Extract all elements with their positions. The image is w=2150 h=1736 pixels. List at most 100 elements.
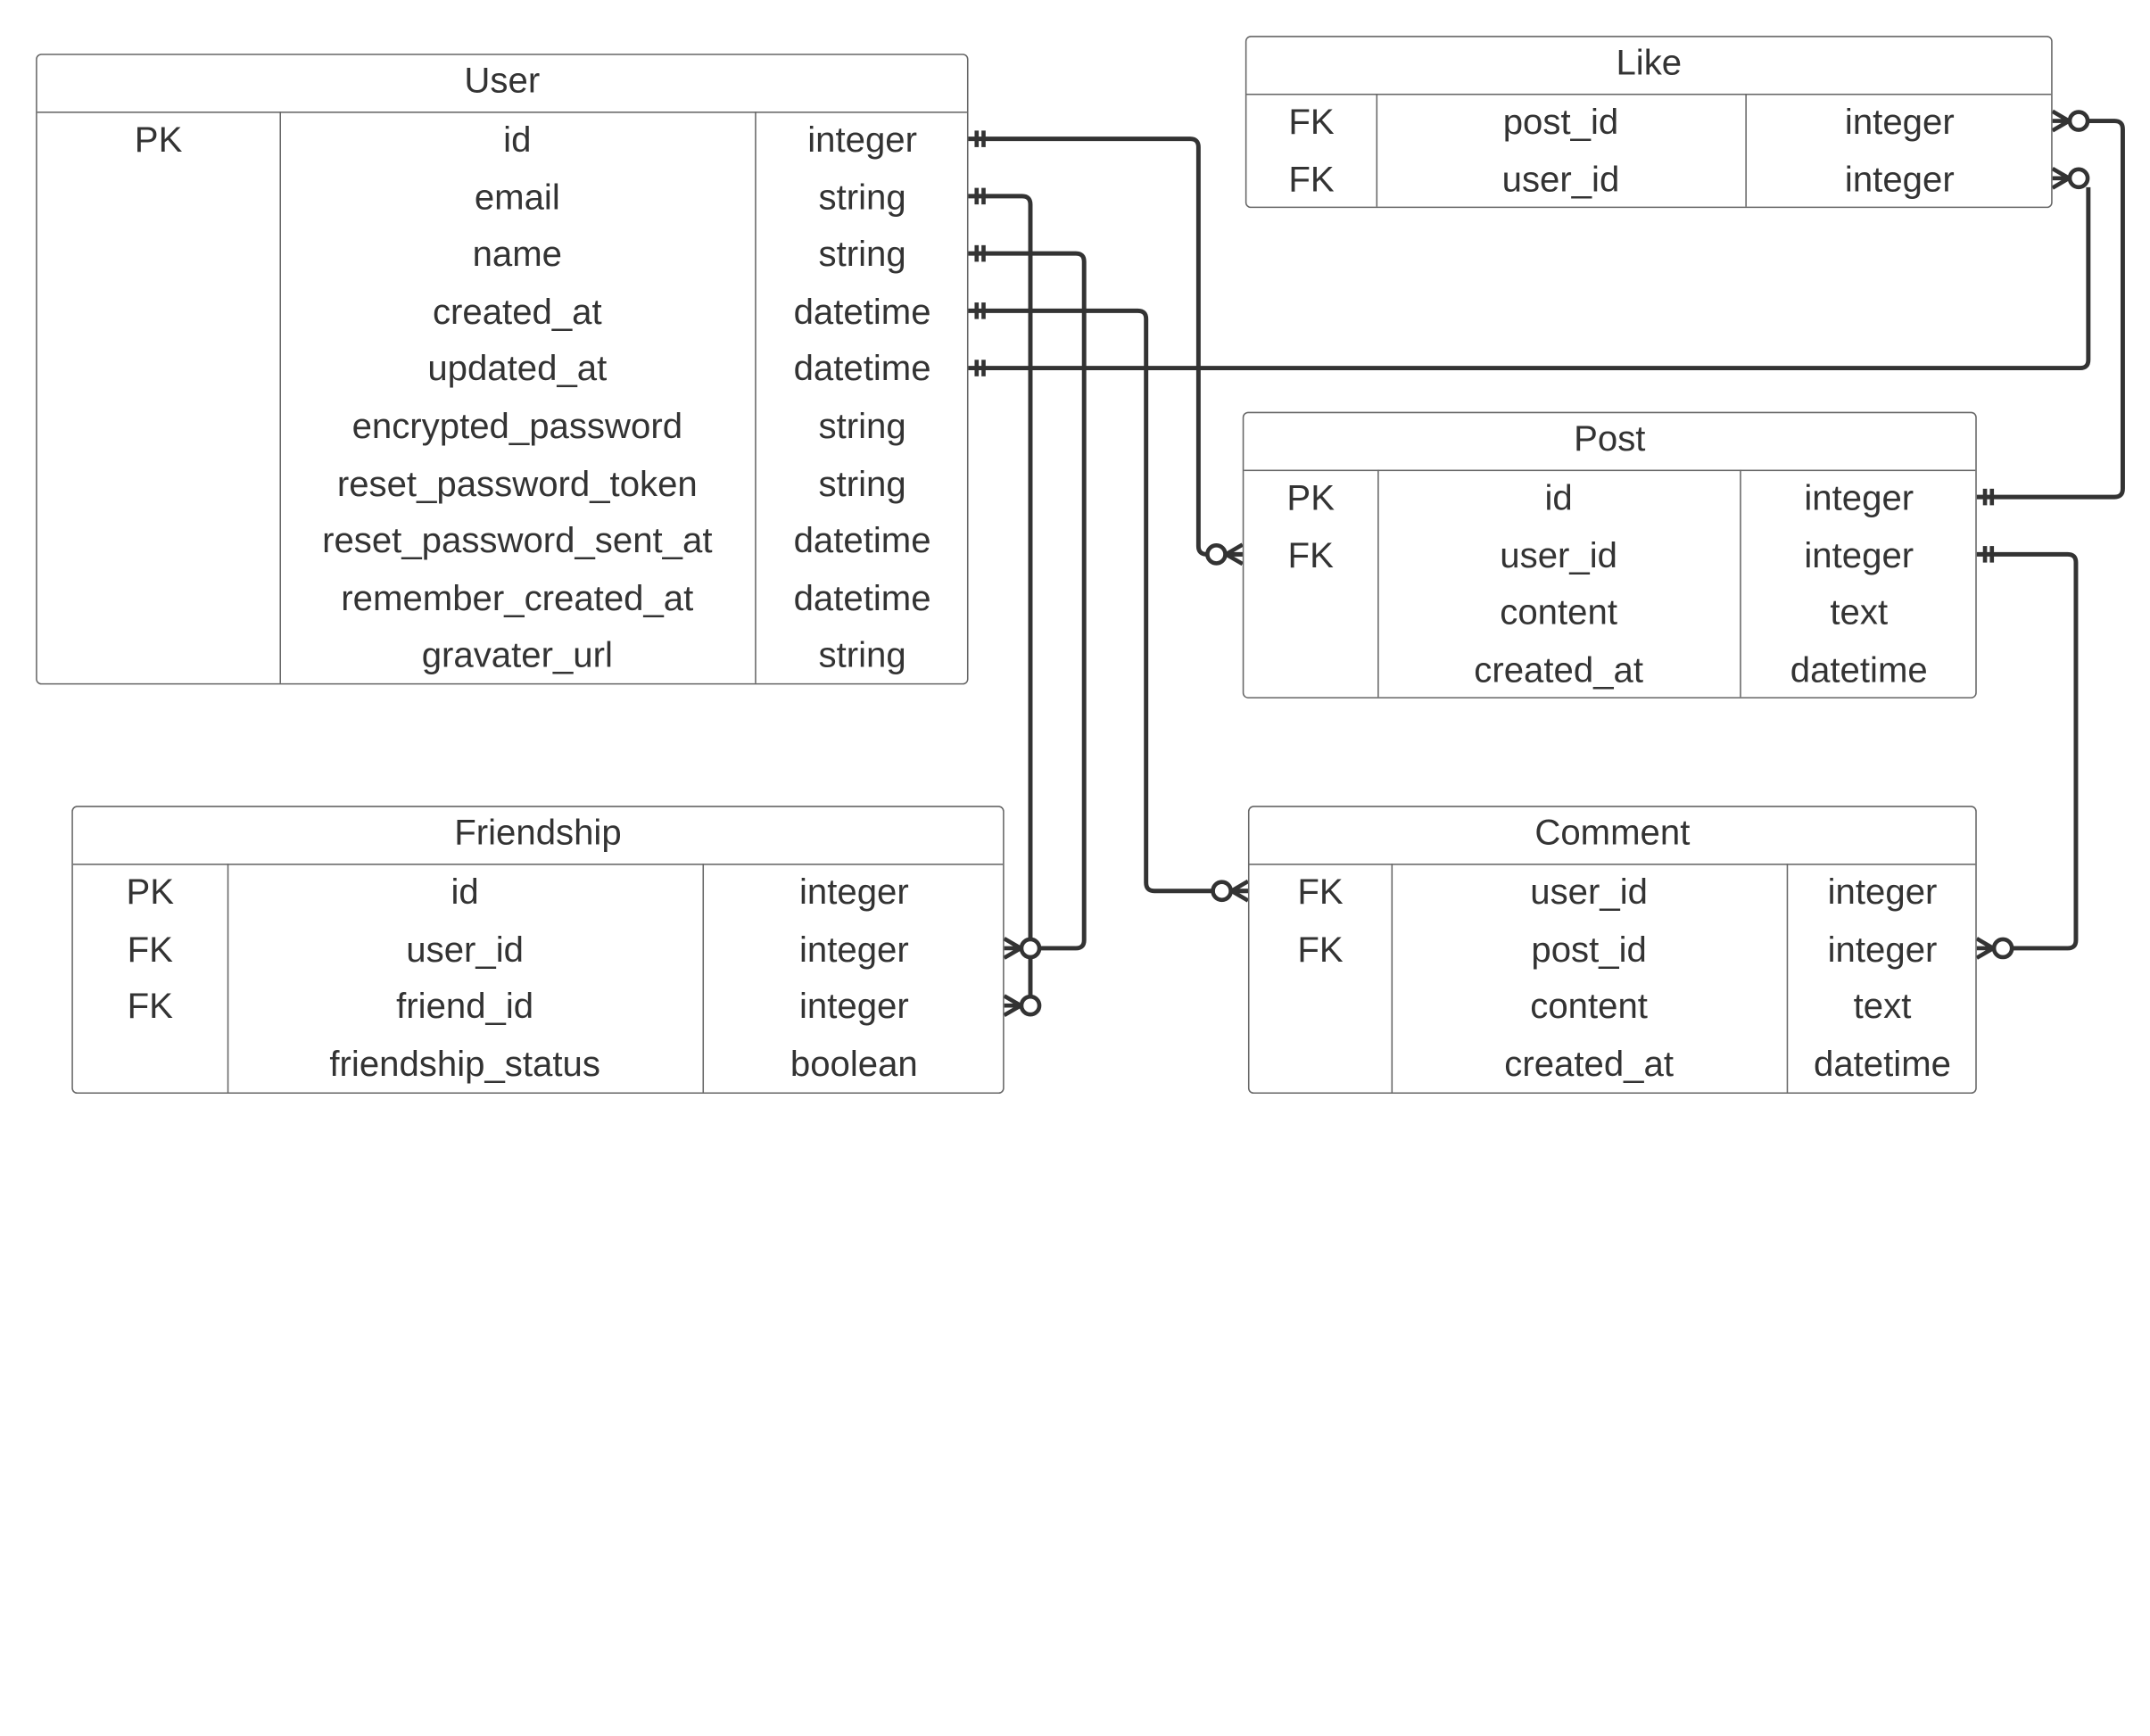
field-name-cell: content: [1530, 985, 1648, 1027]
field-name-cell: user_id: [406, 928, 524, 970]
column-divider: [279, 112, 281, 683]
field-type-cell: integer: [1827, 928, 1938, 970]
field-name-cell: created_at: [1474, 648, 1644, 690]
column-divider: [227, 864, 229, 1093]
field-name-cell: friendship_status: [329, 1042, 600, 1084]
key-cell: FK: [127, 985, 173, 1027]
field-type-cell: integer: [1827, 870, 1938, 913]
field-name-cell: name: [472, 233, 563, 275]
field-name-cell: friend_id: [396, 985, 534, 1027]
field-type-cell: text: [1830, 591, 1889, 633]
relationship-user-like: [968, 186, 2091, 371]
key-cell: PK: [1286, 476, 1335, 518]
zero-circle-mark: [2067, 110, 2090, 132]
zero-circle-mark: [1019, 994, 1042, 1017]
field-type-cell: integer: [798, 870, 909, 913]
field-type-cell: datetime: [793, 290, 931, 332]
zero-circle-mark: [1991, 937, 2014, 960]
column-divider: [1740, 469, 1741, 698]
key-cell: FK: [1287, 533, 1334, 575]
key-cell: FK: [127, 928, 173, 970]
key-cell: PK: [134, 118, 183, 161]
zero-circle-mark: [1019, 937, 1042, 960]
column-divider: [1745, 93, 1747, 207]
field-name-cell: user_id: [1500, 533, 1617, 575]
field-type-cell: datetime: [1790, 648, 1928, 690]
column-divider: [1376, 93, 1378, 207]
field-type-cell: string: [818, 462, 906, 504]
key-cell: FK: [1297, 928, 1344, 970]
relationship-post-comment: [1976, 551, 2079, 951]
column-divider: [1377, 469, 1379, 698]
column-divider: [702, 864, 705, 1093]
column-divider: [755, 112, 757, 683]
crows-foot-mark: [1221, 542, 1244, 566]
field-name-cell: email: [474, 176, 560, 218]
crows-foot-mark: [1227, 879, 1250, 903]
relationship-user-post: [968, 136, 1243, 557]
entity-title: Friendship: [72, 807, 1004, 865]
field-type-cell: string: [818, 176, 906, 218]
field-type-cell: integer: [807, 118, 917, 161]
field-type-cell: datetime: [1814, 1042, 1952, 1084]
field-type-cell: integer: [798, 928, 909, 970]
field-type-cell: integer: [1844, 100, 1955, 143]
relationship-user-comment: [968, 308, 1248, 894]
field-name-cell: updated_at: [427, 347, 608, 390]
field-type-cell: text: [1853, 985, 1912, 1027]
field-name-cell: encrypted_password: [351, 404, 683, 447]
field-type-cell: string: [818, 404, 906, 447]
entity-title: User: [37, 55, 967, 113]
entity-title: Post: [1244, 413, 1976, 472]
entity-title: Like: [1246, 37, 2052, 95]
field-name-cell: id: [451, 870, 479, 913]
field-name-cell: gravater_url: [421, 633, 613, 676]
field-type-cell: integer: [798, 985, 909, 1027]
field-name-cell: id: [1544, 476, 1573, 518]
field-name-cell: post_id: [1531, 928, 1647, 970]
field-name-cell: post_id: [1502, 100, 1619, 143]
key-cell: PK: [126, 870, 175, 913]
relationship-connectors: [968, 109, 2125, 1018]
field-name-cell: id: [503, 118, 532, 161]
field-type-cell: boolean: [790, 1042, 918, 1084]
column-divider: [1391, 864, 1393, 1093]
field-name-cell: reset_password_token: [336, 462, 698, 504]
key-cell: FK: [1288, 100, 1335, 143]
relationship-post-like: [1976, 119, 2125, 500]
field-name-cell: created_at: [1504, 1042, 1674, 1084]
field-name-cell: content: [1500, 591, 1617, 633]
field-type-cell: datetime: [793, 519, 931, 561]
field-name-cell: user_id: [1530, 870, 1648, 913]
entity-title: Comment: [1249, 807, 1976, 865]
field-name-cell: reset_password_sent_at: [322, 519, 713, 561]
field-type-cell: integer: [1844, 157, 1955, 200]
zero-circle-mark: [1211, 880, 1233, 903]
field-name-cell: created_at: [432, 290, 602, 332]
crows-foot-mark: [2051, 166, 2073, 190]
crows-foot-mark: [1003, 994, 1025, 1018]
crows-foot-mark: [2051, 109, 2073, 133]
relationship-user-friendship-friend: [968, 194, 1033, 997]
key-cell: FK: [1297, 870, 1344, 913]
field-type-cell: integer: [1804, 476, 1914, 518]
crows-foot-mark: [1003, 937, 1025, 960]
field-name-cell: remember_created_at: [341, 576, 694, 618]
key-cell: FK: [1288, 157, 1335, 200]
field-type-cell: string: [818, 633, 906, 676]
field-type-cell: string: [818, 233, 906, 275]
field-type-cell: integer: [1804, 533, 1914, 575]
crows-foot-mark: [1975, 937, 1997, 960]
zero-circle-mark: [1205, 542, 1228, 566]
field-type-cell: datetime: [793, 347, 931, 390]
zero-circle-mark: [2067, 167, 2090, 190]
field-name-cell: user_id: [1501, 157, 1620, 200]
column-divider: [1786, 864, 1789, 1093]
field-type-cell: datetime: [793, 576, 931, 618]
